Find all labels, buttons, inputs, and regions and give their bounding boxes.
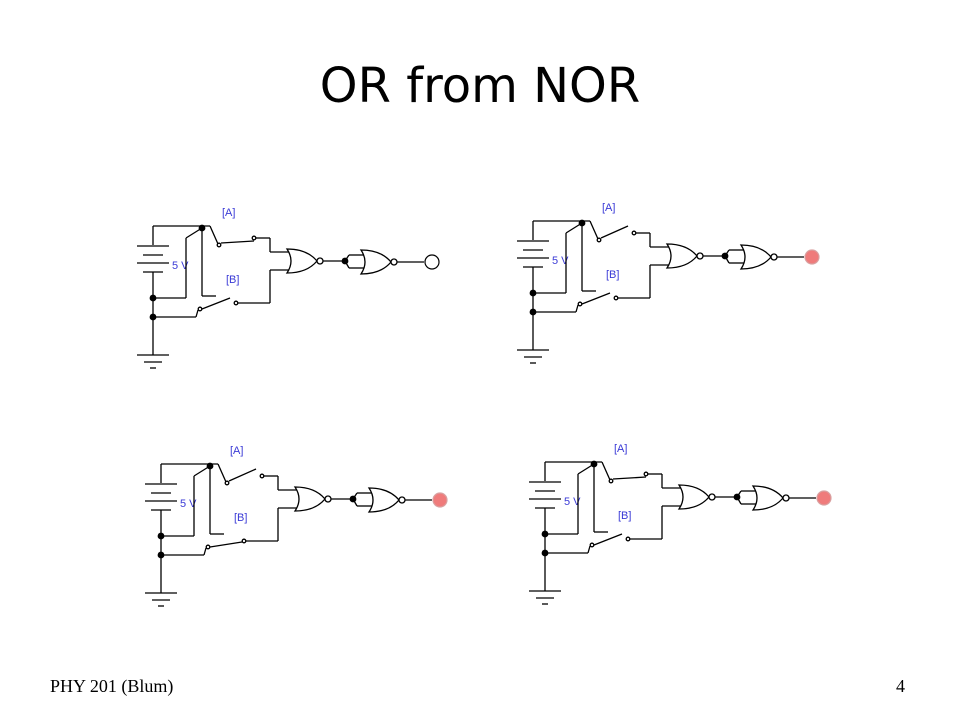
wire (575, 304, 579, 313)
voltage-label: 5 V (172, 260, 189, 272)
wire (736, 490, 742, 498)
wire (589, 220, 599, 240)
voltage-label: 5 V (180, 498, 197, 510)
output-led (424, 254, 440, 270)
wire (344, 260, 350, 269)
output-led (816, 490, 832, 506)
slide-title: OR from NOR (319, 58, 641, 114)
nor-gate-2 (359, 249, 392, 275)
wire (352, 498, 358, 507)
wire (344, 254, 350, 262)
switch-b-blade (593, 533, 623, 546)
switch-b-blade (201, 297, 231, 310)
nor-gate-1 (293, 486, 326, 512)
nor-gate-2-bubble (390, 258, 398, 266)
switch-a-blade (228, 468, 257, 482)
nor-gate-1 (285, 248, 318, 274)
wire (352, 492, 358, 500)
output-led (804, 249, 820, 265)
switch-a-label: [A] (602, 202, 615, 214)
wire (724, 249, 730, 257)
switch-a-contact (596, 237, 602, 243)
nor-gate-1-bubble (324, 495, 332, 503)
switch-a-contact (608, 478, 614, 484)
switch-a-contact (216, 242, 222, 248)
switch-b-contact (613, 295, 619, 301)
nor-gate-2 (751, 485, 784, 511)
voltage-label: 5 V (564, 496, 581, 508)
switch-b-contact (233, 300, 239, 306)
nor-gate-2-bubble (770, 253, 778, 261)
switch-a-contact (643, 471, 649, 477)
wire (203, 547, 207, 556)
voltage-label: 5 V (552, 255, 569, 267)
wire (217, 463, 227, 483)
switch-b-label: [B] (606, 269, 619, 281)
switch-a-contact (224, 480, 230, 486)
wire (724, 255, 730, 264)
switch-a-contact (631, 230, 637, 236)
switch-b-blade (581, 292, 611, 305)
switch-b-blade (209, 541, 243, 548)
nor-gate-2-bubble (398, 496, 406, 504)
nor-gate-1-bubble (696, 252, 704, 260)
footer-course: PHY 201 (Blum) (50, 676, 174, 696)
circuit-3: 5 V [A] [B] (145, 445, 448, 607)
switch-b-contact (241, 538, 247, 544)
wire (209, 225, 219, 245)
nor-gate-1 (665, 243, 698, 269)
wire (193, 465, 211, 477)
wire (601, 461, 611, 481)
wire (577, 463, 595, 475)
output-led (432, 492, 448, 508)
wire (736, 496, 742, 505)
nor-gate-2 (367, 487, 400, 513)
page-number: 4 (896, 676, 905, 696)
switch-b-contact (589, 542, 595, 548)
nor-gate-2-bubble (782, 494, 790, 502)
switch-a-contact (259, 473, 265, 479)
circuit-2: 5 V [A] [B] (517, 202, 820, 364)
switch-b-label: [B] (226, 274, 239, 286)
switch-b-contact (577, 301, 583, 307)
nor-gate-2 (739, 244, 772, 270)
switch-a-blade (220, 240, 255, 244)
switch-a-label: [A] (614, 443, 627, 455)
circuit-4: 5 V [A] [B] (529, 443, 832, 605)
switch-b-label: [B] (234, 512, 247, 524)
switch-a-label: [A] (222, 207, 235, 219)
switch-b-contact (625, 536, 631, 542)
nor-gate-1 (677, 484, 710, 510)
wire (565, 222, 583, 234)
switch-b-label: [B] (618, 510, 631, 522)
wire (195, 309, 199, 318)
switch-a-label: [A] (230, 445, 243, 457)
wire (587, 545, 591, 554)
switch-b-contact (205, 544, 211, 550)
nor-gate-1-bubble (316, 257, 324, 265)
switch-b-contact (197, 306, 203, 312)
circuit-1: 5 V [A] [B] (137, 207, 440, 369)
switch-a-blade (612, 476, 647, 480)
wire (185, 227, 203, 239)
switch-a-contact (251, 235, 257, 241)
nor-gate-1-bubble (708, 493, 716, 501)
switch-a-blade (600, 225, 629, 239)
